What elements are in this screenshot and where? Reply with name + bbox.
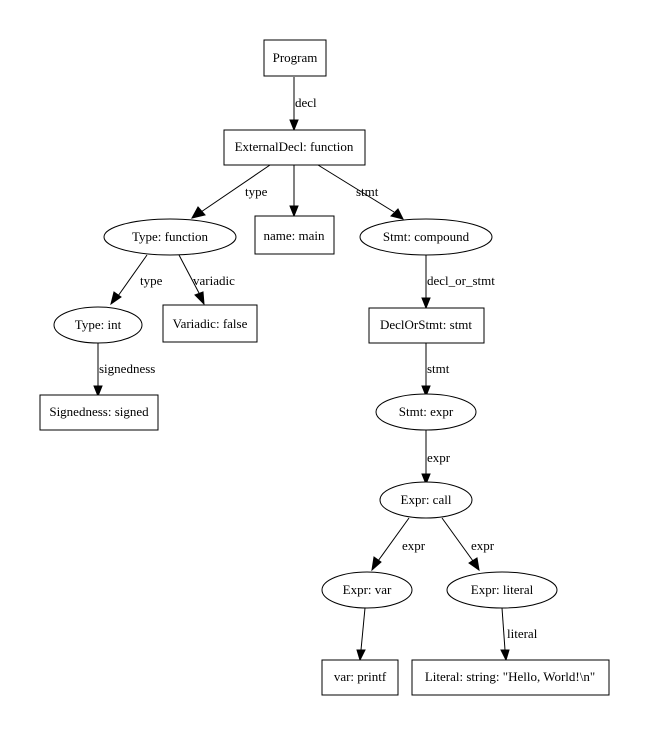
node-label: Literal: string: "Hello, World!\n"	[425, 669, 595, 684]
node-label: Expr: var	[343, 582, 392, 597]
node-literal-string: Literal: string: "Hello, World!\n"	[411, 659, 610, 696]
node-label: var: printf	[334, 669, 387, 684]
edge-declorstmt-stmtexpr	[421, 343, 431, 398]
edge-externaldecl-typefunction	[191, 164, 271, 219]
edge-compound-declorstmt	[421, 255, 431, 310]
edge-exprcall-exprliteral	[441, 517, 480, 572]
node-label: Expr: call	[401, 492, 452, 507]
node-label: DeclOrStmt: stmt	[380, 317, 472, 332]
edge-exprvar-varprintf	[356, 607, 366, 662]
node-declorstmt-stmt: DeclOrStmt: stmt	[368, 307, 485, 344]
node-label: Type: function	[132, 229, 208, 244]
edge-typeint-signedness	[93, 343, 103, 398]
edge-label-variadic: variadic	[193, 273, 235, 288]
edge-exprcall-exprvar	[371, 517, 410, 572]
edge-program-externaldecl	[289, 77, 299, 132]
node-type-int: Type: int	[53, 306, 143, 344]
node-label: Stmt: expr	[399, 404, 454, 419]
edge-label-expr: expr	[427, 450, 451, 465]
node-label: ExternalDecl: function	[235, 139, 354, 154]
node-label: Type: int	[75, 317, 122, 332]
node-label: Signedness: signed	[49, 404, 149, 419]
edge-label-signedness: signedness	[99, 361, 155, 376]
edge-label-decl-or-stmt: decl_or_stmt	[427, 273, 495, 288]
node-stmt-expr: Stmt: expr	[375, 393, 477, 431]
node-expr-call: Expr: call	[379, 481, 473, 519]
node-name-main: name: main	[254, 215, 335, 255]
edge-exprliteral-literalstring	[500, 607, 510, 662]
edge-label-type: type	[140, 273, 163, 288]
edge-typefunction-typeint	[110, 254, 148, 306]
edge-externaldecl-stmtcompound	[317, 164, 404, 220]
node-variadic-false: Variadic: false	[162, 304, 258, 343]
node-label: Program	[273, 50, 318, 65]
edge-label-decl: decl	[295, 95, 317, 110]
node-label: Variadic: false	[173, 316, 248, 331]
node-externaldecl-function: ExternalDecl: function	[223, 129, 366, 166]
node-label: Stmt: compound	[383, 229, 470, 244]
node-program: Program	[263, 39, 327, 77]
edge-label-expr: expr	[471, 538, 495, 553]
edge-label-stmt: stmt	[356, 184, 379, 199]
node-stmt-compound: Stmt: compound	[359, 218, 493, 256]
edge-externaldecl-namemain	[289, 165, 299, 218]
node-type-function: Type: function	[103, 218, 237, 256]
node-expr-literal: Expr: literal	[446, 571, 558, 609]
edge-stmtexpr-exprcall	[421, 430, 431, 486]
node-expr-var: Expr: var	[321, 571, 413, 609]
edge-label-expr: expr	[402, 538, 426, 553]
node-signedness-signed: Signedness: signed	[39, 394, 159, 431]
node-var-printf: var: printf	[321, 659, 399, 696]
edge-label-stmt: stmt	[427, 361, 450, 376]
node-label: Expr: literal	[471, 582, 534, 597]
edge-label-type: type	[245, 184, 268, 199]
node-label: name: main	[263, 228, 325, 243]
edge-typefunction-variadic	[178, 254, 205, 306]
edge-label-literal: literal	[507, 626, 538, 641]
